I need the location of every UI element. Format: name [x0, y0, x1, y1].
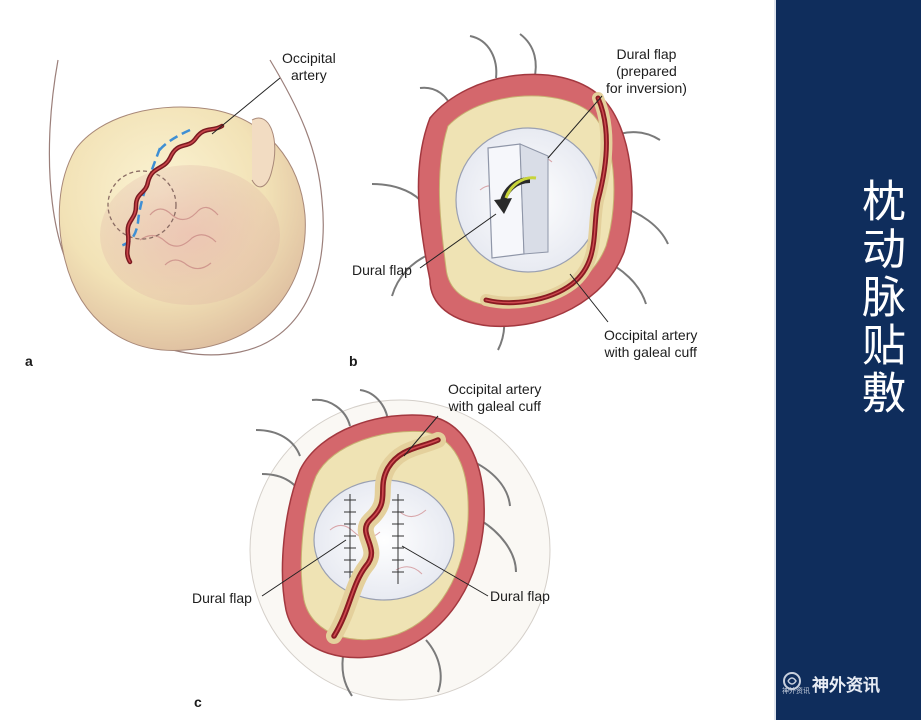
panel-b-craniotomy-illustration	[371, 33, 669, 351]
watermark-text: 神外资讯	[812, 675, 880, 696]
title-sidebar	[776, 0, 921, 720]
label-line: Occipital	[282, 50, 336, 66]
label-line: Dural flap	[616, 46, 677, 62]
panel-letter-c: c	[194, 694, 202, 710]
label-dural-flap-prepared: Dural flap (prepared for inversion)	[606, 46, 687, 97]
label-line: for inversion)	[606, 80, 687, 96]
label-occipital-artery-cuff-c: Occipital artery with galeal cuff	[448, 381, 541, 415]
panel-letter-a: a	[25, 353, 33, 369]
watermark: 神外资讯 神外资讯	[778, 668, 880, 698]
panel-letter-b: b	[349, 353, 358, 369]
slide-title: 枕动脉贴敷	[854, 178, 905, 418]
label-line: with galeal cuff	[604, 344, 697, 360]
surgical-illustration	[48, 33, 669, 701]
label-line: artery	[290, 67, 327, 83]
label-line: Occipital artery	[448, 381, 542, 397]
panel-c-artery-apposition-illustration	[249, 389, 551, 701]
label-dural-flap-c-left: Dural flap	[192, 590, 252, 606]
label-occipital-artery-cuff-b: Occipital artery with galeal cuff	[604, 327, 697, 361]
label-dural-flap-c-right: Dural flap	[490, 588, 550, 604]
label-occipital-artery-a: Occipital artery	[282, 50, 336, 84]
watermark-small-text: 神外资讯	[782, 687, 810, 695]
panel-a-head-illustration	[48, 59, 324, 356]
label-line: with galeal cuff	[448, 398, 541, 414]
label-line: Occipital artery	[604, 327, 698, 343]
watermark-logo-icon	[783, 672, 801, 690]
label-dural-flap-b: Dural flap	[352, 262, 412, 278]
label-line: (prepared	[616, 63, 677, 79]
